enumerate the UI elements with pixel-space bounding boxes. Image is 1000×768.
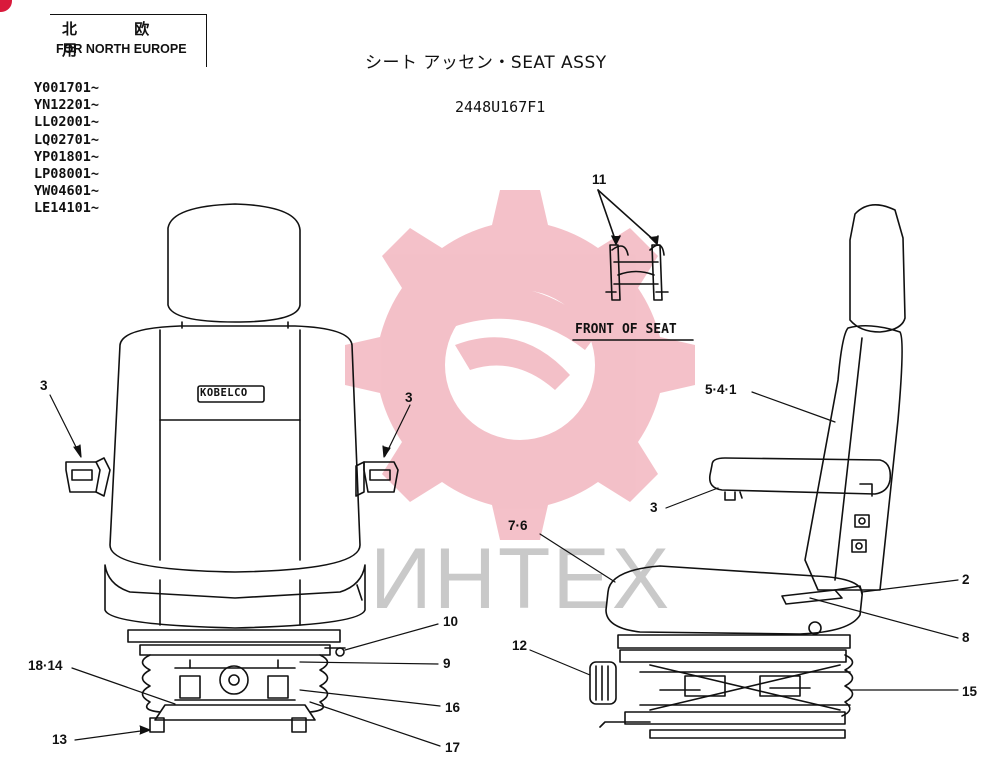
serial-number: LL02001~ [34, 114, 100, 131]
callout-3-right: 3 [405, 390, 413, 405]
callout-5-4-1: 5·4·1 [705, 382, 737, 397]
serial-number-list: Y001701~ YN12201~ LL02001~ LQ02701~ YP01… [34, 80, 99, 218]
callout-16: 16 [445, 700, 461, 715]
drawing-title: シート アッセン・SEAT ASSY [365, 53, 607, 73]
callout-15: 15 [962, 684, 978, 699]
watermark-text: ИНТЕХ [370, 531, 672, 627]
callout-17: 17 [445, 740, 461, 755]
callout-11: 11 [592, 172, 607, 187]
callout-12: 12 [512, 638, 528, 653]
callout-3-side: 3 [650, 500, 658, 515]
callout-3-left: 3 [40, 378, 48, 393]
serial-number: LQ02701~ [34, 131, 100, 148]
region-label-en: FOR NORTH EUROPE [56, 42, 187, 56]
callout-8: 8 [962, 630, 970, 645]
side-view-seat [589, 204, 906, 739]
region-box [50, 14, 207, 67]
serial-number: YN12201~ [34, 97, 100, 114]
serial-number: YP01801~ [34, 148, 100, 165]
leader-lines [49, 391, 959, 747]
callout-18-14: 18·14 [28, 658, 63, 673]
region-label-jp: 北 欧 用 [62, 20, 176, 59]
front-of-seat-label: FRONT OF SEAT [575, 322, 677, 337]
part-number: 2448U167F1 [455, 98, 546, 116]
serial-number: YW04601~ [34, 183, 100, 200]
serial-number: LP08001~ [34, 166, 100, 183]
brand-plate: KOBELCO [200, 387, 248, 399]
callout-9: 9 [443, 656, 451, 671]
callout-7-6: 7·6 [508, 518, 528, 533]
callout-10: 10 [443, 614, 459, 629]
serial-number: Y001701~ [34, 80, 100, 96]
front-view-seat [65, 203, 399, 733]
callout-13: 13 [52, 732, 68, 747]
callout-2: 2 [962, 572, 970, 587]
front-of-seat-detail [572, 189, 694, 341]
serial-number: LE14101~ [34, 200, 100, 217]
